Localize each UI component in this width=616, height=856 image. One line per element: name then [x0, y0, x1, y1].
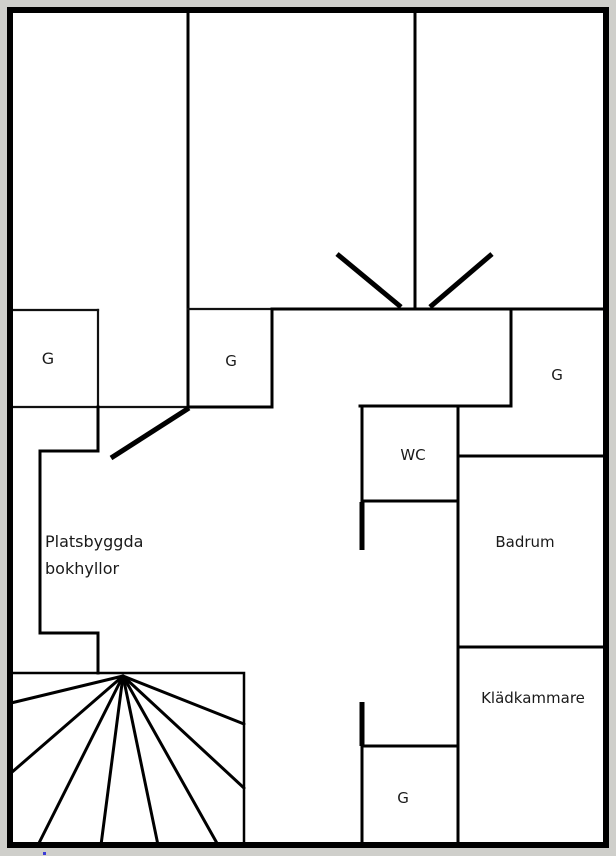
right-column: Badrum Klädkammare [456, 404, 608, 847]
wc-label: WC [400, 446, 425, 464]
built-in-bookshelves: Platsbyggda bokhyllor [38, 405, 143, 675]
outer-walls [7, 7, 609, 848]
closet-bottom: G [360, 744, 460, 847]
closet-right-label: G [551, 366, 563, 384]
stair-step-line [9, 674, 125, 775]
staircase [8, 671, 246, 847]
closet-right: G [456, 307, 608, 458]
stair-step-line [121, 674, 160, 847]
upper-rooms [186, 8, 608, 409]
closet-middle-label: G [225, 352, 237, 370]
closet-left-label: G [42, 349, 54, 368]
wc-room: WC [358, 404, 460, 503]
bathroom-label: Badrum [495, 533, 554, 551]
door-swings [109, 252, 494, 461]
stair-step-line [9, 674, 125, 705]
stair-step-line [121, 674, 246, 726]
door-swing-upper-right-room [428, 252, 494, 309]
closet-bottom-label: G [397, 789, 409, 807]
bookshelf-label-line2: bokhyllor [45, 559, 120, 578]
walk-in-closet-label: Klädkammare [481, 689, 585, 707]
stray-mark [43, 852, 46, 855]
bookshelf-label-line1: Platsbyggda [45, 532, 143, 551]
closet-middle: G [186, 307, 274, 409]
door-swing-upper-left-room [335, 252, 403, 309]
stair-step-line [121, 674, 246, 790]
door-swing-left-room [109, 405, 191, 461]
stair-step-line [36, 674, 125, 847]
stair-step-line [99, 674, 125, 847]
stair-step-line [121, 674, 220, 847]
bookshelf-outline [38, 405, 100, 675]
